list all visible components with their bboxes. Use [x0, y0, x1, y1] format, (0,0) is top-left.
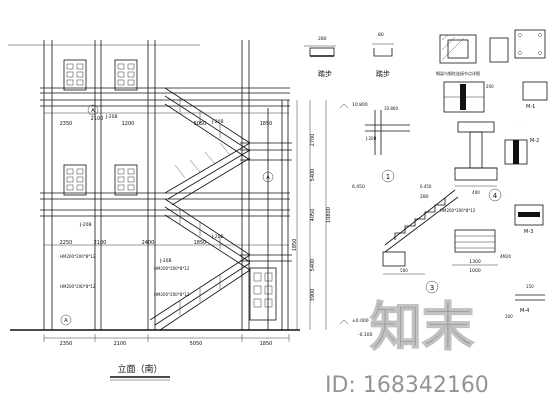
callout-4-circle [488, 188, 502, 202]
mark-m4: M-4 [520, 308, 529, 314]
bottom-dim-3: 5050 [190, 341, 203, 347]
beam-labels: J-20B J-20B J-20B J-20B J-20B HM200*200*… [60, 114, 224, 297]
grid-bubbles: A A A [60, 104, 274, 326]
grid-bubble-1-label: A [91, 108, 95, 114]
hm-tag-1: HM200*200*8*12 [60, 254, 96, 259]
elevation-stairs [149, 87, 251, 331]
right-dim-3: 4050 [310, 209, 316, 222]
plan-dim-2: 1000 [469, 268, 481, 274]
watermark: 知末 ID: 168342160 [325, 297, 489, 398]
detail-2-hm: HM200*200*8*12 [440, 208, 476, 213]
hm-tag-4: HM200*200*8*12 [154, 292, 190, 297]
hm-tag-3: HM200*200*8*12 [154, 266, 190, 271]
beam-label-5: J-20B [159, 258, 172, 264]
mid-dim-4: 1850 [194, 240, 207, 246]
beam-label-2: J-20B [79, 222, 92, 228]
grid-bubble-3-label: A [64, 318, 68, 324]
stair-dim: 280 [420, 194, 429, 200]
level-4: -0.100 [358, 332, 373, 338]
mark-m3: M-3 [524, 229, 533, 235]
top-dim-3: 1200 [122, 121, 135, 127]
beam-label-3: J-20B [211, 119, 224, 125]
detail-section-connection: 钢梁与钢柱连接节点详图 200 [436, 70, 494, 113]
step-label-1: 踏步 [318, 69, 332, 78]
bottom-dim-2: 2100 [114, 341, 127, 347]
detail-3-stair: 280 500 3 [382, 189, 459, 294]
grid-bubble-1 [87, 104, 99, 116]
callout-3: 3 [430, 284, 434, 292]
level-2: 6.450 [352, 184, 365, 190]
bolt-label: 4M20 [500, 254, 512, 259]
right-dim-6: 3900 [310, 289, 316, 302]
mark-m2: M-2 [530, 138, 539, 144]
right-dim-2: 5400 [310, 169, 316, 182]
detail-2-callout: 6.450 HM200*200*8*12 2 [420, 124, 521, 213]
top-dim-1: 2350 [60, 121, 73, 127]
small-dim-150: 150 [526, 284, 534, 289]
callout-3-circle [425, 280, 439, 294]
elevation-dimensions: 2350 2100 1200 5050 1850 2250 2100 2400 … [43, 100, 332, 347]
callout-1-circle [381, 169, 395, 183]
right-inner-dim: 1850 [292, 239, 298, 252]
elevation-title-text: 立面（南） [117, 363, 162, 375]
hm-tag-2: HM200*200*8*12 [60, 284, 96, 289]
section-title: 钢梁与钢柱连接节点详图 [436, 70, 480, 76]
step-dim-2: 80 [378, 32, 384, 38]
bottom-dim-1: 2350 [60, 341, 73, 347]
detail-m1: M-1 [522, 81, 548, 110]
callout-1: 1 [386, 173, 390, 181]
top-dim-2: 2100 [91, 116, 104, 122]
mid-dim-3: 2400 [142, 240, 155, 246]
door-1 [63, 59, 87, 91]
right-dim-5: 5400 [310, 259, 316, 272]
grid-bubble-2-label: A [266, 175, 270, 181]
watermark-logo: 知末 [370, 298, 474, 358]
detail-top-plate [439, 29, 546, 64]
callout-4: 4 [493, 192, 498, 200]
mark-m1: M-1 [526, 104, 535, 110]
level-3: ±0.000 [352, 318, 369, 324]
right-dim-1: 2700 [310, 134, 316, 147]
level-1: 10.800 [352, 102, 368, 108]
door-4 [114, 164, 138, 196]
mid-dim-2: 2100 [94, 240, 107, 246]
door-5 [249, 267, 277, 321]
level-marks: 10.800 6.450 ±0.000 -0.100 [339, 102, 373, 338]
beam-label-1: J-20B [105, 114, 118, 120]
detail-base-plate: 400 [454, 121, 498, 195]
top-dim-4: 5050 [194, 121, 207, 127]
plan-dim-1: 1300 [469, 259, 481, 265]
top-dim-5: 1850 [260, 121, 273, 127]
detail-1-beam: J-20B [365, 136, 377, 141]
door-3 [63, 164, 87, 196]
base-dim: 400 [472, 190, 480, 195]
section-dim: 200 [486, 84, 494, 89]
right-dim-4: 10800 [326, 207, 332, 223]
grid-bubble-3 [60, 314, 72, 326]
detail-1-level: 10.800 [384, 106, 398, 111]
elevation-right-posts [267, 100, 298, 330]
elevation-title: 立面（南） [110, 363, 170, 381]
step-label-2: 踏步 [376, 69, 390, 78]
step-detail-2: 80 踏步 [372, 32, 394, 78]
detail-m3: M-3 [514, 204, 544, 235]
detail-m4: M-4 150 100 [505, 284, 545, 319]
step-dim-1: 280 [318, 36, 327, 42]
grid-bubble-2 [262, 171, 274, 183]
detail-1: 10.800 J-20B 1 [365, 106, 410, 183]
bottom-dim-4: 1850 [260, 341, 273, 347]
watermark-id: ID: 168342160 [325, 373, 489, 398]
mid-dim-1: 2250 [60, 240, 73, 246]
beam-label-4: J-20B [211, 234, 224, 240]
elevation-doors [63, 59, 277, 321]
detail-plan-box: 1300 1000 4M20 [452, 229, 512, 274]
door-2 [114, 59, 138, 91]
detail-m2: M-2 4 [488, 138, 539, 202]
elevation-frame [8, 40, 300, 331]
stair-base-dim: 500 [400, 268, 408, 273]
step-detail-1: 280 踏步 [304, 36, 336, 78]
detail-2-level: 6.450 [420, 184, 432, 189]
small-dim-100: 100 [505, 314, 513, 319]
